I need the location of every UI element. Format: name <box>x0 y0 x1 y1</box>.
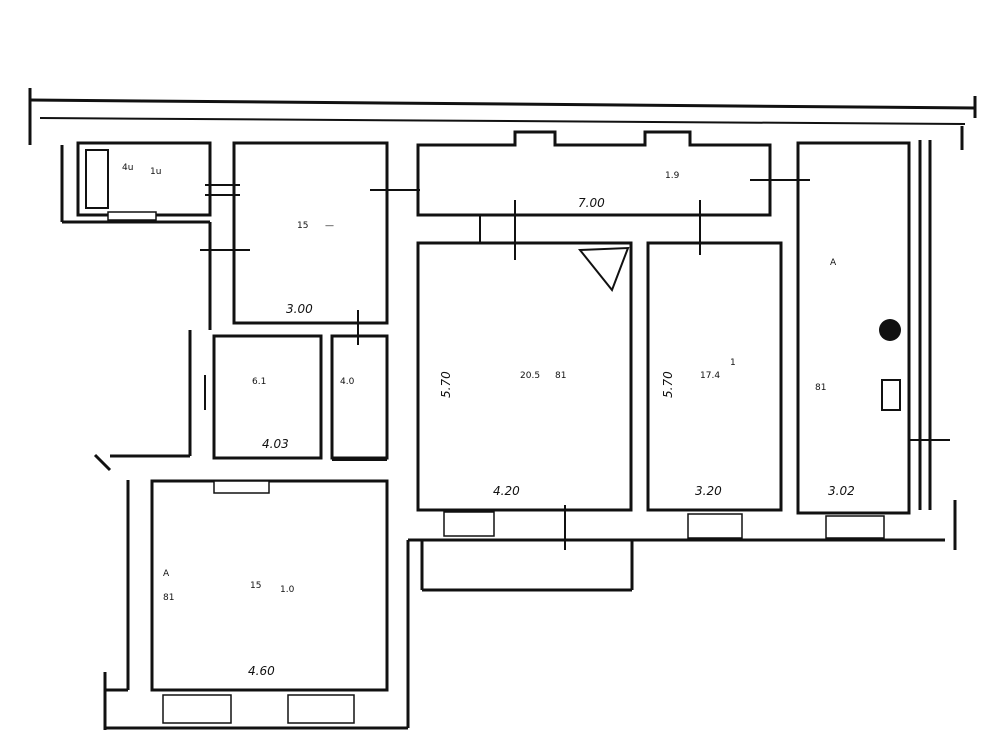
small-room: 6.1 4.0 4.03 <box>212 334 389 460</box>
dimension-room-d: 3.02 <box>828 484 855 498</box>
svg-text:4u: 4u <box>122 163 133 173</box>
room-c: 17.4 1 5.70 3.20 <box>646 241 783 539</box>
svg-text:6.1: 6.1 <box>252 377 266 387</box>
svg-text:15: 15 <box>297 221 308 231</box>
dimension-room-a: 3.00 <box>286 302 313 316</box>
svg-text:20.5: 20.5 <box>520 371 540 381</box>
dimension-room-c-height: 5.70 <box>661 371 675 398</box>
outer-walls <box>28 88 977 730</box>
dimension-room-e: 4.60 <box>248 664 275 678</box>
svg-text:1.9: 1.9 <box>665 171 680 181</box>
svg-text:15: 15 <box>250 581 261 591</box>
svg-text:1.0: 1.0 <box>280 585 295 595</box>
bathroom: 4u 1u <box>76 141 212 221</box>
dimension-room-b-height: 5.70 <box>439 371 453 398</box>
svg-text:81: 81 <box>163 593 174 603</box>
svg-text:—: — <box>325 221 334 231</box>
room-d: A 81 3.02 <box>796 141 911 539</box>
dimension-room-c-width: 3.20 <box>695 484 722 498</box>
svg-text:1u: 1u <box>150 167 161 177</box>
svg-text:81: 81 <box>555 371 566 381</box>
svg-text:81: 81 <box>815 383 826 393</box>
door-marks <box>200 179 950 550</box>
room-b: 20.5 81 5.70 4.20 <box>416 241 633 537</box>
svg-text:A: A <box>830 258 837 268</box>
svg-text:17.4: 17.4 <box>700 371 720 381</box>
dimension-corridor: 7.00 <box>578 196 605 210</box>
corridor: 7.00 1.9 <box>416 130 772 217</box>
room-e: A 81 15 1.0 4.60 <box>150 479 389 724</box>
svg-text:4.0: 4.0 <box>340 377 355 387</box>
dimension-room-b-width: 4.20 <box>493 484 520 498</box>
dimension-small-room: 4.03 <box>262 437 289 451</box>
room-a: 15 — 3.00 <box>232 141 389 325</box>
svg-text:A: A <box>163 569 170 579</box>
svg-text:1: 1 <box>730 358 736 368</box>
